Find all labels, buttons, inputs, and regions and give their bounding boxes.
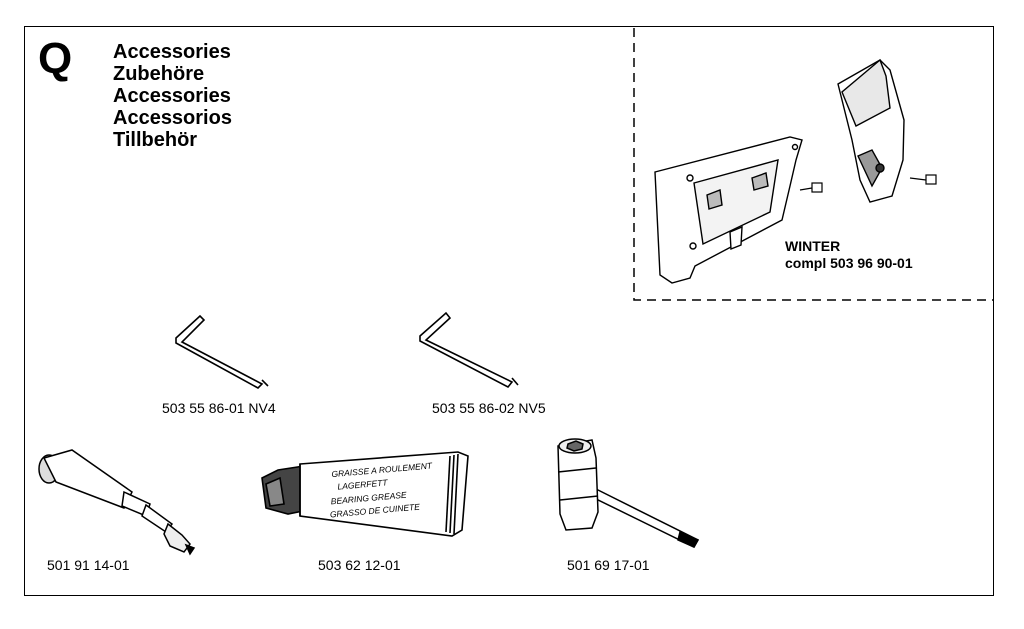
part-number-hex-key-nv5: 503 55 86-02 NV5 [432,400,546,416]
diagram-frame [24,26,994,596]
winter-kit-dashed-box [633,28,993,301]
winter-kit-label: WINTER compl 503 96 90-01 [785,238,913,272]
grease-gun-icon [38,449,196,556]
grease-tube-icon [261,451,469,537]
winter-cover-plate-icon [654,136,803,284]
winter-kit-part-number: compl 503 96 90-01 [785,255,913,271]
title-spanish: Accessorios [113,107,232,129]
hex-key-nv4-icon [175,314,269,389]
combination-spanner-icon [557,438,700,548]
part-number-combination-spanner: 501 69 17-01 [567,557,650,573]
hex-key-nv5-icon [419,311,519,389]
part-number-grease-tube: 503 62 12-01 [318,557,401,573]
winter-duct-icon [837,58,905,203]
screw-icon [909,174,937,185]
tube-text-line: LAGERFETT [337,477,389,491]
title-english: Accessories [113,41,231,63]
winter-kit-title: WINTER [785,238,841,254]
title-french: Accessories [113,85,231,107]
part-number-grease-gun: 501 91 14-01 [47,557,130,573]
title-swedish: Tillbehör [113,129,198,151]
section-letter: Q [38,34,73,83]
part-number-hex-key-nv4: 503 55 86-01 NV4 [162,400,276,416]
title-german: Zubehöre [113,63,205,85]
screw-icon [799,182,823,193]
title-block: Accessories Zubehöre Accessories Accesso… [113,41,232,151]
